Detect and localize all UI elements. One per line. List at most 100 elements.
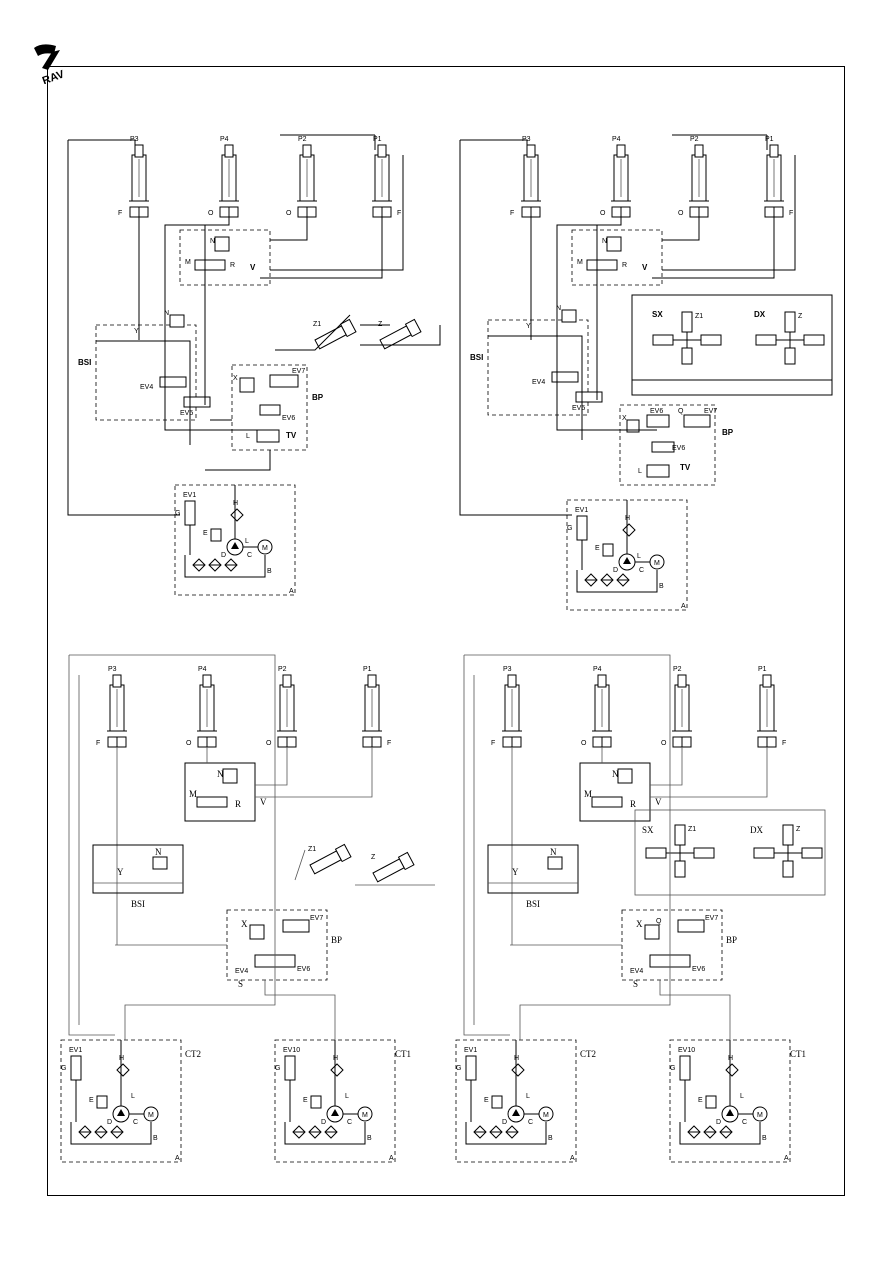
label: D bbox=[321, 1119, 326, 1126]
label: G bbox=[175, 510, 180, 517]
cylinder-p2: P2O bbox=[678, 136, 709, 218]
label: D bbox=[613, 567, 618, 574]
label: L bbox=[638, 468, 642, 475]
label: EV6 bbox=[672, 445, 685, 452]
valve-letter: O bbox=[208, 210, 214, 217]
label: H bbox=[333, 1055, 338, 1062]
label: N bbox=[210, 238, 215, 245]
v-label: V bbox=[655, 797, 662, 807]
bsi-block bbox=[487, 319, 589, 416]
ev7-label: EV7 bbox=[292, 368, 305, 375]
cylinder-label: P4 bbox=[198, 666, 207, 673]
bp-label: BP bbox=[331, 935, 342, 945]
cylinder-z1: Z1 bbox=[308, 843, 352, 875]
label: N bbox=[217, 769, 224, 779]
label: Y bbox=[117, 867, 124, 877]
v-block bbox=[179, 229, 271, 286]
label: H bbox=[625, 515, 630, 522]
cylinder-label: P3 bbox=[108, 666, 117, 673]
valve-ev5 bbox=[183, 396, 211, 408]
label: B bbox=[367, 1135, 372, 1142]
v-label: V bbox=[260, 797, 267, 807]
valve-ev6 bbox=[646, 414, 670, 428]
cylinder-p1: P1F bbox=[362, 666, 391, 748]
label: A bbox=[175, 1155, 180, 1162]
label: L bbox=[345, 1093, 349, 1100]
label: B bbox=[267, 568, 272, 575]
motor-label: M bbox=[262, 545, 268, 552]
bp-block bbox=[619, 404, 716, 486]
valve-ev7 bbox=[269, 374, 299, 388]
cylinder-z: Z bbox=[753, 824, 823, 878]
label: N bbox=[602, 238, 607, 245]
label: Q bbox=[656, 918, 662, 925]
label: E bbox=[203, 530, 208, 537]
v-block bbox=[579, 762, 651, 822]
label: G bbox=[275, 1065, 280, 1072]
label: R bbox=[230, 262, 235, 269]
valve-letter: F bbox=[782, 740, 786, 747]
ev6-label: EV6 bbox=[650, 408, 663, 415]
label: L bbox=[637, 553, 641, 560]
valve-tv bbox=[646, 464, 670, 478]
valve-ev6 bbox=[259, 404, 281, 416]
label: X bbox=[622, 415, 627, 422]
valve-label: EV1 bbox=[464, 1047, 477, 1054]
label: G bbox=[61, 1065, 66, 1072]
ev7-label: EV7 bbox=[310, 915, 323, 922]
label: A bbox=[784, 1155, 789, 1162]
cylinder-z1: Z1 bbox=[313, 318, 357, 350]
bp-label: BP bbox=[312, 393, 324, 402]
label: A bbox=[289, 588, 294, 595]
cylinder-label: P2 bbox=[298, 136, 307, 143]
label: Z bbox=[796, 826, 801, 833]
valve-ev7 bbox=[677, 919, 705, 933]
ev4-label: EV4 bbox=[235, 968, 248, 975]
label: E bbox=[89, 1097, 94, 1104]
cylinder-label: P4 bbox=[593, 666, 602, 673]
cylinder-label: P2 bbox=[278, 666, 287, 673]
label: L bbox=[245, 538, 249, 545]
ct1-label: CT1 bbox=[395, 1049, 411, 1059]
label: B bbox=[548, 1135, 553, 1142]
ev6-label: EV6 bbox=[282, 415, 295, 422]
v-label: V bbox=[250, 263, 256, 272]
label: R bbox=[630, 799, 636, 809]
label: A bbox=[570, 1155, 575, 1162]
bsi-label: BSI bbox=[78, 358, 91, 367]
valve-tv bbox=[256, 429, 280, 443]
valve-letter: F bbox=[397, 210, 401, 217]
label: Y bbox=[512, 867, 519, 877]
valve-letter: O bbox=[661, 740, 667, 747]
cylinder-z: Z bbox=[371, 851, 415, 883]
bsi-block bbox=[487, 844, 579, 894]
label: X bbox=[233, 375, 238, 382]
brand-logo-icon: RAV bbox=[34, 44, 67, 84]
label: C bbox=[639, 567, 644, 574]
valve-n2 bbox=[152, 856, 168, 870]
valve-letter: F bbox=[96, 740, 100, 747]
label: R bbox=[622, 262, 627, 269]
label: X bbox=[636, 919, 643, 929]
bp-label: BP bbox=[726, 935, 737, 945]
bsi-label: BSI bbox=[131, 899, 145, 909]
bsi-label: BSI bbox=[526, 899, 540, 909]
valve-letter: F bbox=[491, 740, 495, 747]
label: B bbox=[762, 1135, 767, 1142]
valve-ev8 bbox=[651, 441, 675, 453]
label: A bbox=[681, 603, 686, 610]
sx-dx-block bbox=[634, 809, 826, 896]
valve-m bbox=[586, 259, 618, 271]
sx-dx-block bbox=[631, 294, 833, 396]
motor-label: M bbox=[654, 560, 660, 567]
valve-letter: F bbox=[118, 210, 122, 217]
cylinder-p4: P4O bbox=[186, 666, 217, 748]
label: N bbox=[164, 310, 169, 317]
label: L bbox=[740, 1093, 744, 1100]
label: B bbox=[153, 1135, 158, 1142]
cylinder-label: P3 bbox=[503, 666, 512, 673]
